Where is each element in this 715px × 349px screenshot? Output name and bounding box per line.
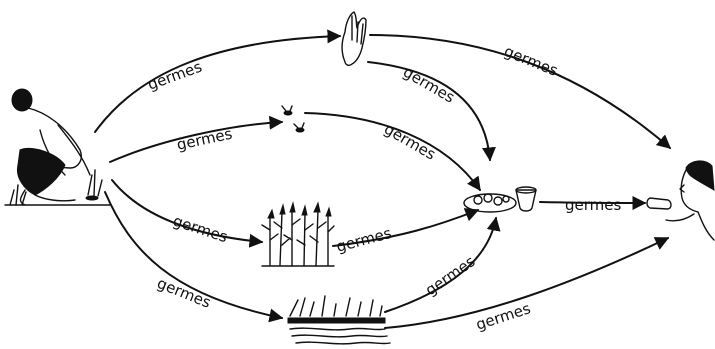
edge-person-to-crops <box>111 179 264 248</box>
flies-illustration <box>281 105 305 133</box>
edge-label-hand-to-person-eating: germes <box>502 42 561 80</box>
edge-food-to-person-eating <box>539 195 647 210</box>
person-eating-illustration <box>646 160 715 241</box>
edge-person-to-water <box>104 191 284 323</box>
maize-field-illustration <box>261 201 335 267</box>
edge-label-hand-to-food: germes <box>400 63 458 107</box>
edge-label-food-to-person-eating: germes <box>565 196 621 214</box>
edge-flies-to-food <box>304 112 481 192</box>
edge-person-to-hand <box>94 29 342 133</box>
edge-person-to-flies <box>109 115 284 163</box>
river-water-illustration <box>287 295 391 345</box>
edge-water-to-food <box>384 216 501 313</box>
edge-hand-to-person-eating <box>369 34 672 149</box>
edge-label-flies-to-food: germes <box>381 120 439 164</box>
edge-label-person-to-crops: germes <box>171 212 230 247</box>
edge-label-water-to-food: germes <box>422 252 479 299</box>
edge-hand-to-food <box>367 61 496 162</box>
hand-illustration <box>341 11 367 66</box>
food-plate-and-cup-illustration <box>463 186 537 213</box>
edge-label-person-to-flies: germes <box>175 125 234 154</box>
edge-label-person-to-hand: germes <box>145 58 204 94</box>
squatting-person-illustration <box>4 88 111 206</box>
edge-label-person-to-water: germes <box>155 274 214 312</box>
edge-label-crops-to-food: germes <box>334 224 393 256</box>
edge-water-to-person-eating <box>384 237 670 329</box>
edge-crops-to-food <box>332 208 480 247</box>
